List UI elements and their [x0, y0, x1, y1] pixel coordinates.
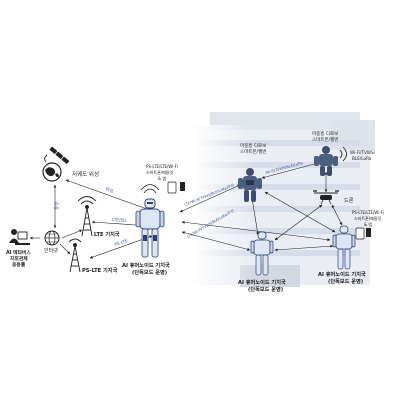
main-robot-label-line1: AI 휴머노이드 기지국 [122, 261, 170, 269]
right-top-robot-label-line1: 마중흥 디로보 [312, 130, 338, 137]
right-top-robot-label-line2: 스마트폰/헬번 [312, 136, 338, 143]
right-top-soldier-robot [314, 146, 338, 176]
main-robot-bubble-line3: & 앱 [158, 175, 166, 181]
top-soldier-robot [238, 168, 262, 202]
right-robot-bubble-icons [355, 227, 371, 240]
link-label-lte: LTE/5G [112, 217, 127, 223]
internet-label: 인터넷 [44, 247, 58, 254]
main-robot-bubble-line1: PS-LTE/LTE/Wi-Fi [146, 164, 178, 169]
user-label-line3: 응용툴 [12, 261, 26, 268]
main-robot-bubble [167, 181, 185, 194]
link-robot-top [179, 184, 241, 213]
wifi-signal-icon [339, 146, 347, 162]
drone-icon [313, 190, 339, 205]
link-internet-lte [61, 229, 83, 239]
center-robot-label-line1: AI 휴머노이드 기지국 [238, 278, 286, 286]
internet-globe-icon [44, 230, 60, 246]
wifi-bubble-line2: BLE/LoRa [352, 156, 372, 161]
user-label-line2: 지휘관제 [10, 255, 28, 262]
center-humanoid-robot [250, 231, 274, 276]
right-robot-label-line1: AI 휴머노이드 기지국 [318, 270, 366, 278]
right-robot-label-line2: (단독모드 운영) [328, 277, 363, 285]
center-robot-label-line2: (단독모드 운영) [248, 285, 283, 293]
satellite-icon [42, 146, 70, 182]
drone-label: 드론 [344, 197, 354, 204]
satellite-label: 저궤도 위성 [72, 170, 99, 178]
right-humanoid-robot [332, 225, 356, 270]
link-label-wired: 유선 [53, 202, 60, 210]
link-top-right [261, 162, 319, 179]
main-humanoid-robot [135, 184, 165, 258]
user-label-line1: AI 메타버스 [6, 249, 31, 256]
main-robot-label-line2: (단독모드 운영) [132, 268, 167, 276]
right-robot-bubble-line3: & 앱 [364, 221, 372, 227]
link-satellite-robot [65, 179, 151, 211]
link-label-satellite: 위성 [104, 185, 114, 194]
link-center-rightbot [274, 244, 334, 252]
main-robot-bubble-line2: 스마트폰/패들릿 [146, 169, 173, 175]
connection-lines [29, 162, 343, 259]
pslte-tower-icon [68, 238, 82, 273]
link-rightbot-drone [331, 204, 343, 226]
right-robot-bubble-line2: 스마트폰/패들릿 [354, 215, 381, 221]
top-robot-label-line1: 마중흥 디로보 [240, 142, 266, 149]
lte-tower-label: LTE 기지국 [94, 230, 120, 238]
link-label-pslte: PS-LTE [114, 238, 129, 247]
lte-tower-icon [77, 196, 97, 237]
pslte-tower-label: PS-LTE 기지국 [82, 266, 118, 274]
wifi-bubble-line1: Wi-Fi/TVWS/ [350, 150, 376, 155]
top-robot-label-line2: 스마트폰/헬번 [240, 148, 266, 155]
link-robot-rightbot [181, 220, 331, 242]
user-workstation-icon [9, 229, 30, 245]
link-internet-pslte [59, 243, 71, 255]
right-robot-bubble-line1: PS-LTE/LTE/Wi-Fi [352, 210, 384, 215]
